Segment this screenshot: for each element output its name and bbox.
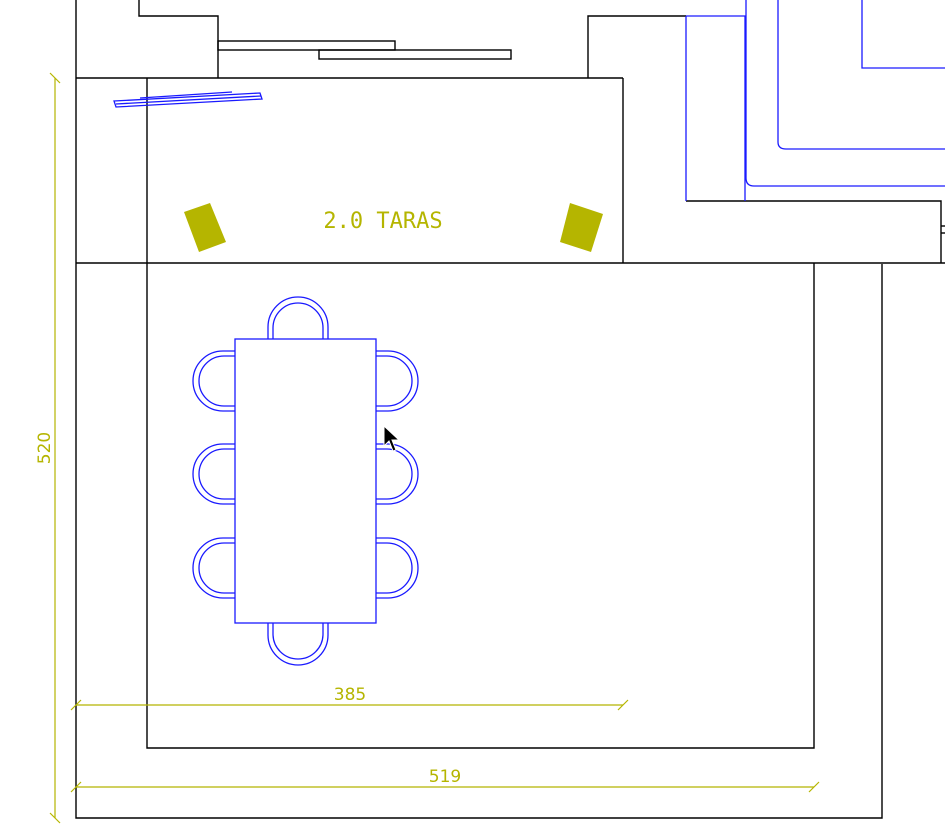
dim-outer-tick-left bbox=[70, 781, 82, 793]
step-slab-1 bbox=[217, 40, 396, 51]
fixtures bbox=[184, 203, 603, 252]
walls bbox=[75, 0, 945, 819]
chair-top bbox=[267, 296, 329, 339]
right-structure bbox=[686, 200, 942, 263]
blue-bend-2 bbox=[777, 0, 945, 150]
dimensions bbox=[49, 72, 820, 824]
chair-left-1 bbox=[192, 350, 235, 412]
dining-set[interactable] bbox=[192, 296, 419, 666]
blue-frame-outer bbox=[686, 15, 746, 201]
chair-bottom bbox=[267, 623, 329, 666]
fixture-right bbox=[560, 203, 603, 252]
chair-left-3 bbox=[192, 537, 235, 599]
room-label: 2.0 TARAS bbox=[323, 209, 442, 234]
step-slab-2 bbox=[318, 49, 512, 60]
dim-vertical-tick-bottom bbox=[49, 812, 61, 824]
dim-inner-tick-right bbox=[617, 699, 629, 711]
dim-inner-label: 385 bbox=[334, 685, 366, 705]
dim-vertical-label: 520 bbox=[35, 432, 55, 464]
blue-bench bbox=[113, 92, 263, 108]
chair-right-3 bbox=[376, 537, 419, 599]
dining-table[interactable] bbox=[234, 338, 377, 624]
wall-top-notch bbox=[138, 0, 219, 78]
fixture-left bbox=[184, 203, 226, 252]
inner-room-frame bbox=[146, 78, 815, 749]
wall-top-left bbox=[75, 0, 883, 819]
blue-bench-line bbox=[115, 95, 262, 105]
dim-vertical-tick-top bbox=[49, 72, 61, 84]
chair-right-2 bbox=[376, 443, 419, 505]
blue-bend-1 bbox=[745, 0, 945, 187]
dim-inner-tick-left bbox=[70, 699, 82, 711]
dim-outer-label: 519 bbox=[429, 767, 461, 787]
wall-top-right-notch bbox=[587, 15, 686, 78]
chair-left-2 bbox=[192, 443, 235, 505]
blue-bench-mid bbox=[139, 91, 233, 99]
dim-outer-tick-right bbox=[808, 781, 820, 793]
blue-structure bbox=[113, 0, 945, 201]
chair-right-1 bbox=[376, 350, 419, 412]
blue-bend-3 bbox=[861, 0, 945, 69]
mouse-pointer-icon bbox=[383, 425, 401, 452]
